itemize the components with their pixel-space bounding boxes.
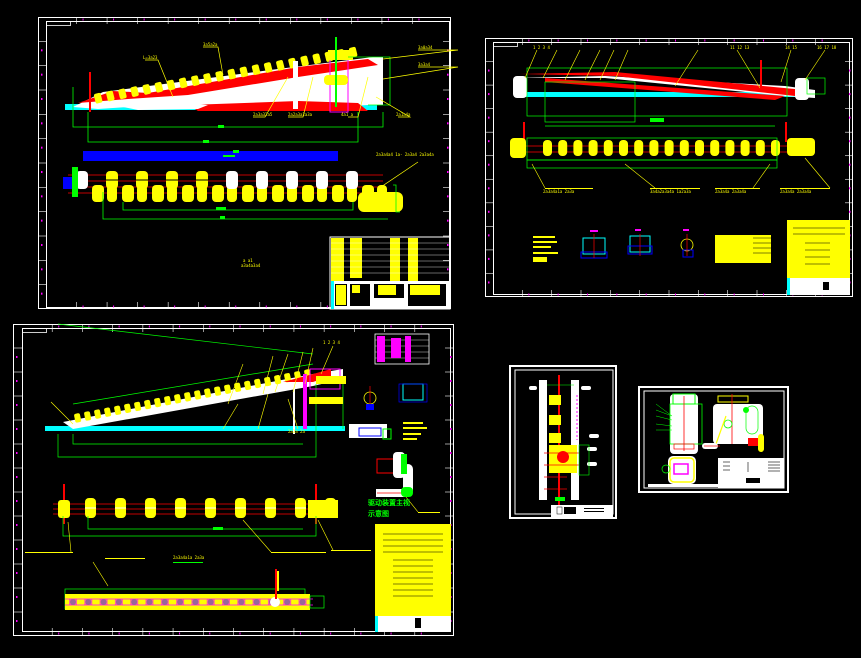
leader-label: 3a0a34 (418, 45, 433, 50)
drive-detail-subtitle: 示意图 (368, 510, 389, 518)
leader-label: 14 15 (785, 45, 798, 50)
drawing-sheet-2[interactable]: 1 2 3 4 11 12 13 14 15 16 17 18 2a3a4a1a… (485, 38, 853, 297)
sheet-1-graphics (38, 17, 459, 310)
drawing-sheet-1[interactable]: L=3a23 3a5a2a 2a3a32a5 2a2a3a2a3a 4a1 a … (38, 17, 459, 310)
sheet-2-graphics (485, 38, 853, 297)
center-note: a3a4a3a4 (241, 263, 261, 268)
leader-label: 2a3a 2a (288, 429, 305, 434)
leader-label: 3a5a2a (203, 42, 218, 47)
leader-label: 4a1 a (341, 112, 354, 117)
drawing-sheet-3[interactable]: 驱动装置主视 示意图 2a3a4a1a 2a3a 1 2 3 4 2a3a 2a (13, 323, 454, 636)
leader-label: 2a1a4a (396, 112, 411, 117)
leader-label: 3a3a4 (418, 62, 431, 67)
sheet-3-graphics (13, 323, 454, 636)
sheet-4-graphics (509, 365, 617, 519)
leader-label: 2a3a4a 2a3a4a (715, 189, 747, 194)
leader-label: 2a3a4a 2a3a4a (780, 189, 812, 194)
leader-label: 1 2 3 4 (533, 45, 550, 50)
leader-label: 16 17 18 (817, 45, 837, 50)
plan-idlers (510, 138, 780, 158)
drawing-sheet-5[interactable] (638, 386, 789, 493)
drawing-sheet-4[interactable] (509, 365, 617, 519)
drive-detail-title: 驱动装置主视 (368, 499, 410, 507)
plan-idlers (58, 498, 336, 518)
leader-label: 2a2a3a2a3a (288, 112, 313, 117)
leader-label: 3a4a2a3a4a 1a2a3a (650, 189, 691, 194)
leader-label: 1 2 3 4 (323, 340, 340, 345)
leader-label: 11 12 13 (730, 45, 750, 50)
plan-note: 2a3a4a4 1a- 2a3a4 2a3a4a (376, 152, 434, 157)
center-note: a a1 (243, 258, 253, 263)
elevation-idlers (74, 369, 312, 423)
bottom-view-title: 2a3a4a1a 2a3a (173, 555, 205, 560)
leader-label: 2a3a32a5 (253, 112, 273, 117)
plan-idlers (76, 171, 387, 202)
leader-label: L=3a23 (143, 55, 158, 60)
sheet-5-graphics (638, 386, 789, 493)
leader-label: 2a3a4a1a 2a3a (543, 189, 575, 194)
